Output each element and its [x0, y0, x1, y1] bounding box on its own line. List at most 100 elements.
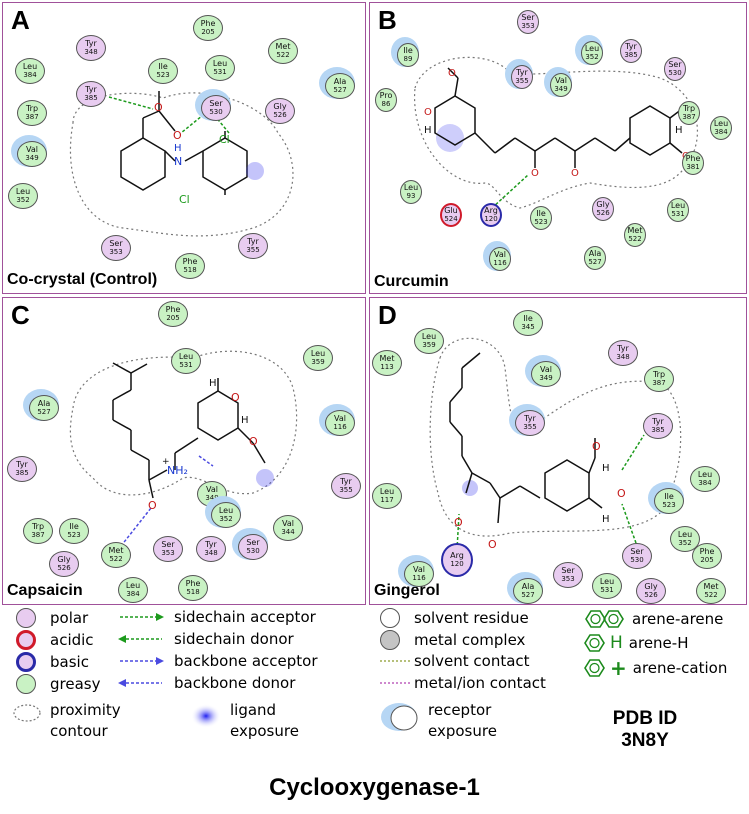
- atom-label: O: [488, 538, 497, 551]
- panel-d-drawing: O O O H O H: [429, 337, 682, 551]
- ligand-structure: [434, 67, 701, 168]
- panel-c-drawing: O + NH₂ H O H O: [69, 350, 298, 547]
- metal-complex-swatch: [380, 630, 400, 650]
- sidechain-donor-arrow-icon: [118, 635, 162, 643]
- atom-label: O: [231, 391, 240, 404]
- acidic-swatch: [16, 630, 36, 650]
- panel-letter: C: [11, 300, 30, 330]
- basic-swatch: [16, 652, 36, 672]
- legend-solvent-residue: solvent residue: [380, 608, 529, 628]
- atom-label: Cl: [219, 133, 230, 146]
- legend-label: contour: [50, 722, 108, 740]
- backbone-acceptor-arrow-icon: [120, 657, 164, 665]
- legend-arene-h: H arene-H: [582, 632, 688, 654]
- ligand-exposure: [462, 480, 478, 496]
- atom-label: +: [162, 457, 170, 467]
- panel-b-drawing: O O H O O O H O: [414, 56, 701, 209]
- legend-acidic: acidic: [16, 630, 94, 650]
- legend-arene-arene: arene-arene: [582, 608, 723, 630]
- atom-label: H: [241, 415, 249, 426]
- legend-proximity: proximity contour: [12, 700, 121, 742]
- arene-arene-icon: [585, 610, 624, 628]
- legend-label: exposure: [428, 722, 497, 740]
- legend-label-group: ligand exposure: [230, 700, 299, 742]
- ligand-structure: [112, 362, 266, 499]
- legend-backbone-acceptor: backbone acceptor: [118, 652, 318, 670]
- atom-label: H: [209, 378, 217, 389]
- legend-label: greasy: [50, 675, 101, 693]
- receptor-exposure-icon: [381, 703, 418, 731]
- atom-label: H: [602, 514, 610, 525]
- legend-backbone-donor: backbone donor: [118, 674, 295, 692]
- solvent-residue-swatch: [380, 608, 400, 628]
- legend-label: arene-arene: [632, 610, 724, 628]
- panel-name: Co-crystal (Control): [7, 271, 158, 288]
- proximity-contour: [429, 337, 682, 537]
- legend-arene-cation: + arene-cation: [582, 656, 727, 680]
- polar-swatch: [16, 608, 36, 628]
- legend-label-group: proximity contour: [50, 700, 121, 742]
- interaction-backbone-acceptor: [120, 507, 152, 547]
- ligand-exposure: [436, 124, 464, 152]
- atom-label: H: [174, 143, 182, 154]
- ligand-exposure: [246, 162, 264, 180]
- interaction-sidechain-donor: [214, 115, 230, 134]
- legend-label: basic: [50, 653, 89, 671]
- legend-metal-contact: metal/ion contact: [380, 674, 546, 692]
- atom-label: H: [602, 463, 610, 474]
- atom-label: O: [531, 168, 539, 179]
- interaction-sidechain-acceptor: [108, 96, 154, 110]
- legend-label: acidic: [50, 631, 94, 649]
- arene-h-symbol: H: [610, 633, 623, 653]
- arene-cation-symbol: +: [610, 656, 627, 680]
- legend-ligand-exposure: ligand exposure: [190, 700, 299, 742]
- proximity-contour-icon: [13, 704, 41, 722]
- legend-label: solvent contact: [414, 652, 530, 670]
- legend-label: metal complex: [414, 631, 526, 649]
- legend-receptor-exposure: receptor exposure: [380, 700, 497, 742]
- legend-label: ligand: [230, 701, 277, 719]
- panel-name: Gingerol: [374, 582, 440, 599]
- legend-sidechain-acceptor: sidechain acceptor: [118, 608, 316, 626]
- panel-letter: A: [11, 5, 30, 35]
